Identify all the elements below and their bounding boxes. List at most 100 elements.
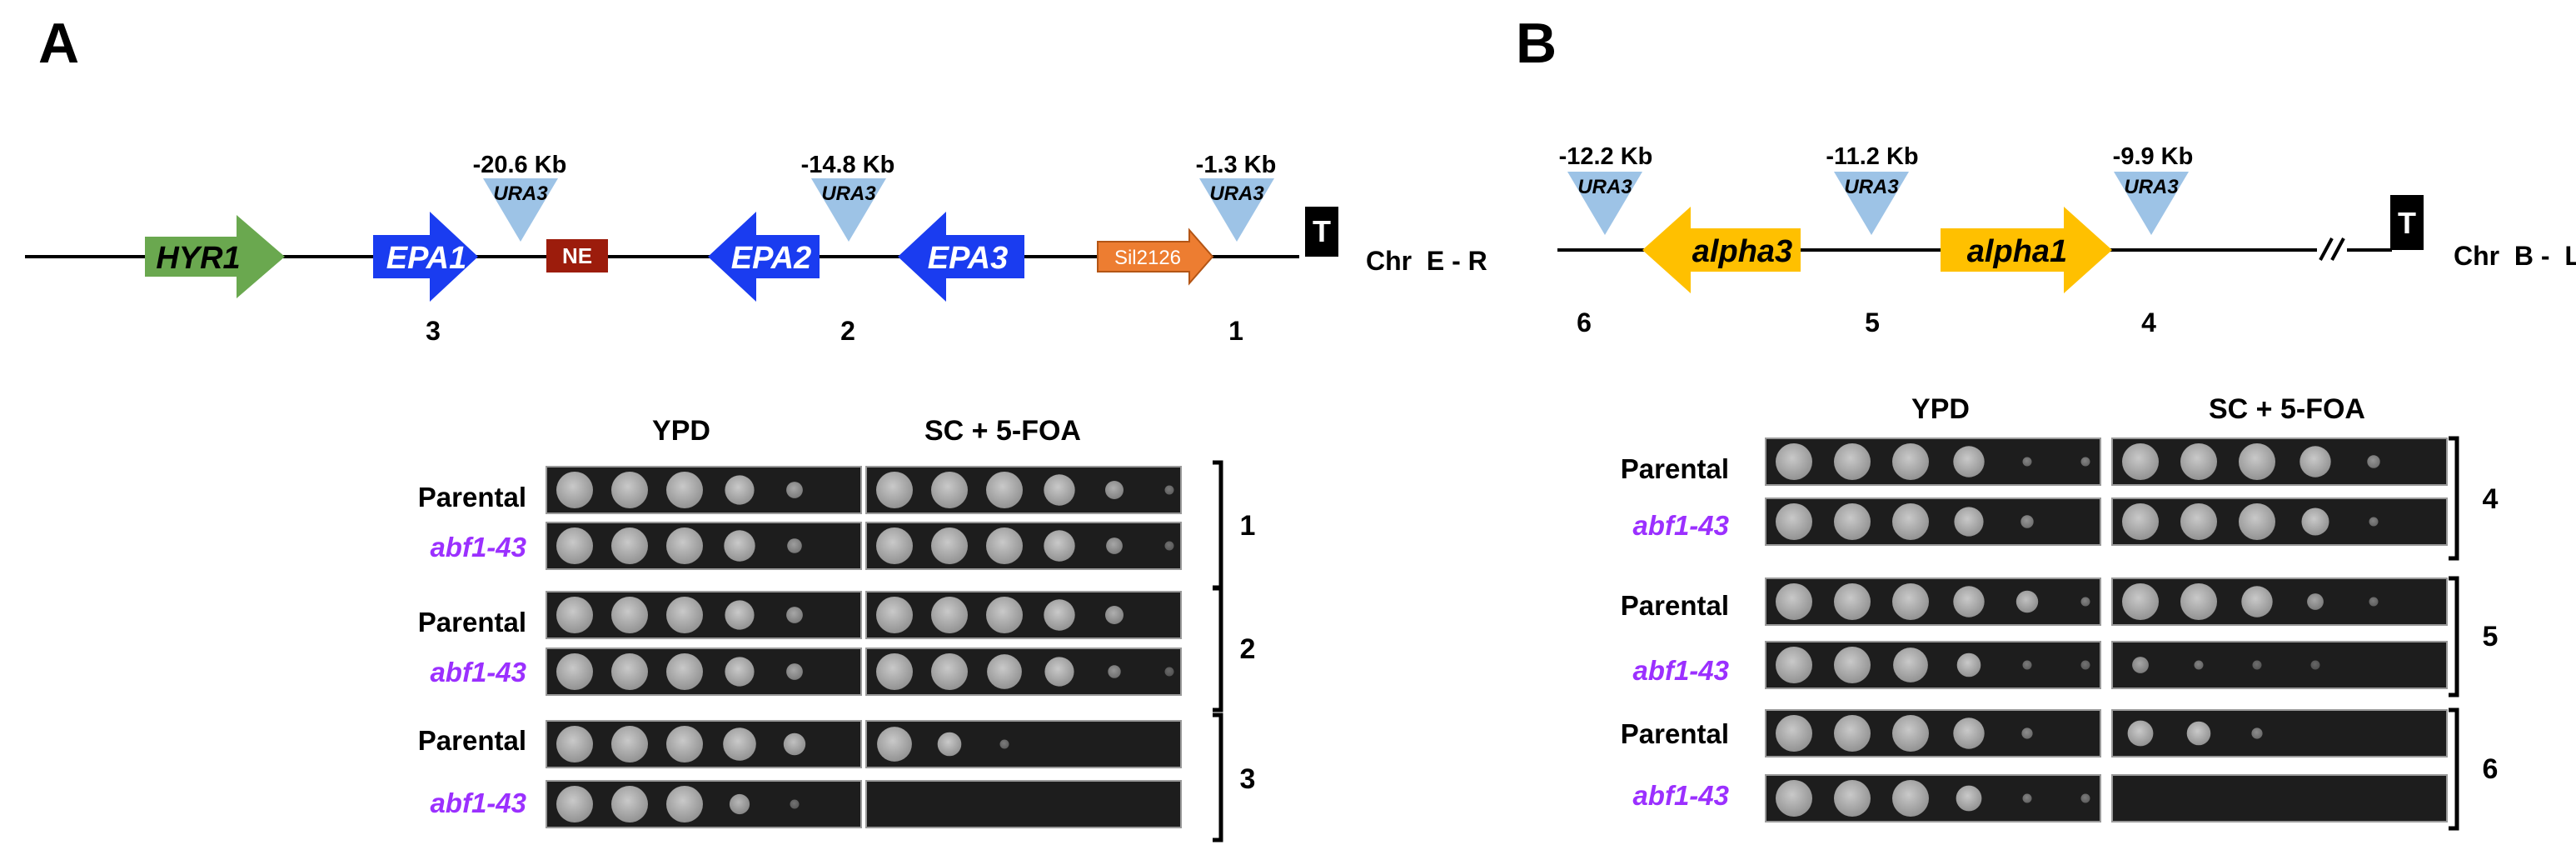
plate-strip bbox=[2111, 578, 2448, 626]
colony-spot bbox=[611, 726, 648, 762]
ura3-insertion-1: -1.3 Kb URA3 1 bbox=[1196, 152, 1277, 346]
hyr1-label: HYR1 bbox=[156, 241, 240, 276]
colony-spot bbox=[1892, 443, 1929, 480]
colony-spot bbox=[1044, 599, 1075, 631]
plate-strip bbox=[1765, 774, 2101, 822]
plate-images-b bbox=[1765, 438, 2448, 822]
plate-strip bbox=[546, 591, 862, 639]
colony-spot bbox=[2122, 503, 2159, 540]
group-number: 2 bbox=[1240, 633, 1256, 665]
sil2126-gene-arrow bbox=[1097, 228, 1214, 286]
telomere-box-b bbox=[2390, 195, 2424, 250]
plate-strip bbox=[546, 648, 862, 696]
colony-spot bbox=[877, 727, 912, 762]
epa2-label: EPA2 bbox=[731, 241, 811, 276]
colony-spot bbox=[786, 607, 803, 623]
colony-spot bbox=[2301, 508, 2329, 536]
strain-label-parental: Parental bbox=[1621, 718, 1729, 749]
colony-spot bbox=[999, 739, 1009, 749]
group-bracket bbox=[2449, 576, 2459, 698]
colony-spot bbox=[1044, 657, 1074, 687]
colony-spot bbox=[931, 653, 968, 690]
colony-spot bbox=[725, 657, 755, 687]
colony-spot bbox=[2186, 721, 2211, 746]
colony-spot bbox=[1834, 715, 1871, 752]
colony-spot bbox=[1108, 665, 1121, 678]
chromosome-label-b: Chr B - L bbox=[2454, 241, 2576, 271]
epa3-gene-arrow bbox=[898, 212, 1024, 302]
colony-spot bbox=[2194, 660, 2204, 670]
ne-element-box bbox=[546, 239, 608, 272]
strain-label-mutant: abf1-43 bbox=[430, 788, 526, 818]
strain-label-parental: Parental bbox=[1621, 453, 1729, 484]
colony-spot bbox=[1834, 503, 1871, 540]
plate-strip bbox=[865, 780, 1182, 828]
colony-spot bbox=[2239, 503, 2275, 540]
strain-label-mutant: abf1-43 bbox=[1632, 510, 1729, 541]
plate-strip bbox=[546, 522, 862, 570]
colony-spot bbox=[611, 472, 648, 508]
plate-strip bbox=[2111, 641, 2448, 689]
plate-strip bbox=[1765, 578, 2101, 626]
colony-spot bbox=[2239, 443, 2275, 480]
colony-spot bbox=[2122, 443, 2159, 480]
group-bracket bbox=[2449, 436, 2459, 561]
ura3-insertion-4: -9.9 Kb URA3 4 bbox=[2113, 143, 2194, 338]
colony-spot bbox=[937, 732, 962, 757]
panel-b-letter: B bbox=[1516, 12, 1557, 75]
colony-spot bbox=[2299, 446, 2331, 478]
colony-spot bbox=[2132, 657, 2149, 673]
colony-spot bbox=[2127, 720, 2154, 747]
colony-spot bbox=[2369, 517, 2379, 527]
plate-strip bbox=[1765, 438, 2101, 486]
colony-spot bbox=[2015, 590, 2039, 613]
colony-spot bbox=[2080, 660, 2090, 670]
colony-spot bbox=[666, 597, 703, 633]
plate-strip bbox=[2111, 438, 2448, 486]
insertion-site-number: 1 bbox=[1228, 316, 1243, 346]
colony-spot bbox=[666, 726, 703, 762]
colony-spot bbox=[1956, 652, 1981, 678]
colony-spot bbox=[666, 653, 703, 690]
insertion-distance: -9.9 Kb bbox=[2113, 143, 2194, 170]
insertion-site-number: 5 bbox=[1865, 308, 1880, 338]
ura3-insertion-2: -14.8 Kb URA3 2 bbox=[801, 152, 895, 346]
colony-spot bbox=[931, 528, 968, 564]
insertion-distance: -1.3 Kb bbox=[1196, 152, 1277, 178]
colony-spot bbox=[786, 663, 803, 680]
colony-spot bbox=[1776, 647, 1812, 683]
epa3-label: EPA3 bbox=[928, 241, 1008, 276]
colony-spot bbox=[876, 597, 913, 633]
colony-spot bbox=[986, 528, 1023, 564]
colony-spot bbox=[556, 653, 593, 690]
colony-spot bbox=[787, 538, 802, 553]
chromosome-break-mark bbox=[2330, 238, 2345, 261]
colony-spot bbox=[723, 728, 756, 761]
colony-spot bbox=[2180, 443, 2217, 480]
colony-spot bbox=[1044, 530, 1075, 562]
colony-spot bbox=[556, 726, 593, 762]
plate-strip bbox=[865, 720, 1182, 768]
ura3-label: URA3 bbox=[2124, 176, 2179, 198]
insertion-distance: -20.6 Kb bbox=[473, 152, 567, 178]
group-bracket bbox=[1213, 460, 1223, 590]
colony-spot bbox=[724, 530, 755, 562]
colony-spot bbox=[1834, 647, 1871, 683]
plate-images-a bbox=[546, 466, 1182, 828]
colony-spot bbox=[1164, 485, 1174, 495]
group-bracket bbox=[1213, 712, 1223, 842]
colony-spot bbox=[2251, 728, 2263, 739]
colony-spot bbox=[1953, 446, 1985, 478]
ne-label: NE bbox=[562, 243, 592, 268]
alpha3-gene-arrow bbox=[1642, 207, 1801, 293]
colony-spot bbox=[2022, 660, 2032, 670]
colony-spot bbox=[2022, 457, 2032, 467]
media-header-ypd-b: YPD bbox=[1911, 393, 1970, 425]
colony-spot bbox=[2241, 586, 2273, 618]
colony-spot bbox=[876, 528, 913, 564]
colony-spot bbox=[556, 472, 593, 508]
colony-spot bbox=[2021, 728, 2033, 739]
plate-strip bbox=[546, 466, 862, 514]
insertion-site-number: 4 bbox=[2141, 308, 2156, 338]
